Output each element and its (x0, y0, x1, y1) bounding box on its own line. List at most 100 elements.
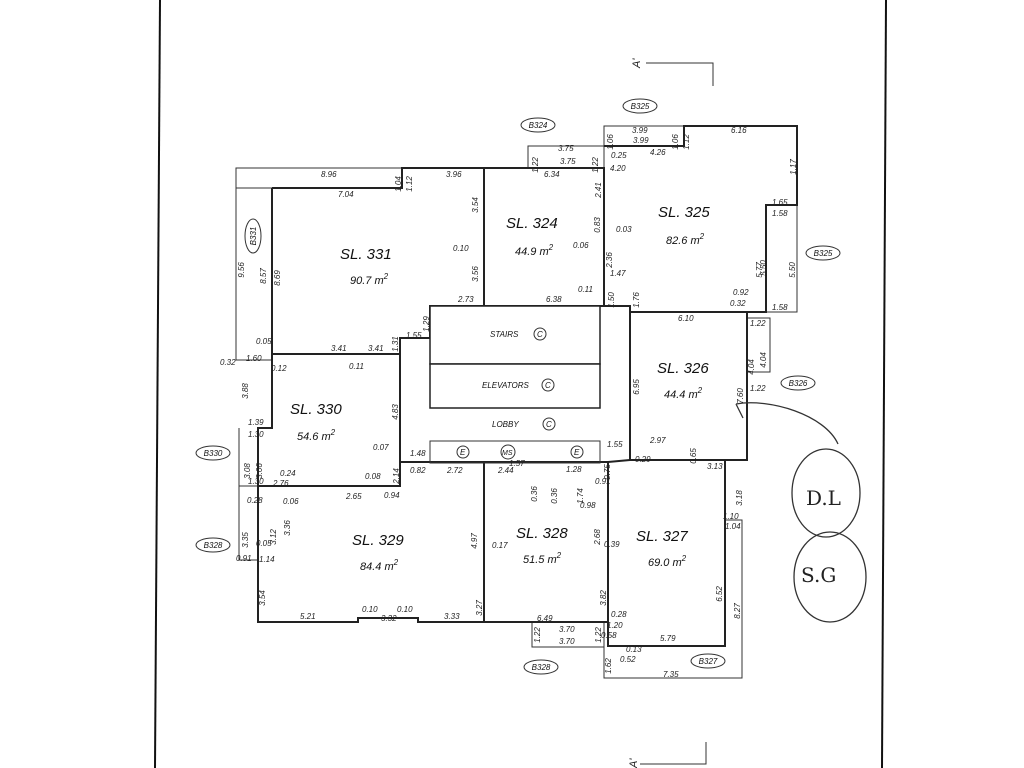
lobby-c-marker: C (546, 420, 552, 429)
dimension-label: 1.47 (610, 269, 626, 278)
dimension-label: 6.38 (546, 295, 562, 304)
dimension-label: 0.05 (256, 539, 272, 548)
elevators-label: ELEVATORS (482, 381, 530, 390)
dimension-label: 2.65 (345, 492, 362, 501)
dimension-label: 3.27 (475, 600, 484, 616)
balcony-tag: B328 (195, 537, 231, 553)
balcony-tag-label: B328 (204, 541, 223, 550)
unit-326-walls (629, 311, 748, 461)
dimension-label: 0.06 (283, 497, 299, 506)
dimension-label: 0.25 (611, 151, 627, 160)
dimension-label: 0.94 (384, 491, 400, 500)
balcony-tag-label: B330 (204, 449, 223, 458)
dimension-label: 1.55 (406, 331, 422, 340)
unit-area: 44.9 m2 (515, 243, 554, 258)
dimension-label: 0.52 (620, 655, 636, 664)
unit-area: 69.0 m2 (648, 554, 687, 569)
dimension-label: 5.50 (759, 260, 768, 276)
dimension-label: 3.12 (269, 529, 278, 545)
dimension-label: 7.35 (663, 670, 679, 679)
dimension-label: 6.52 (715, 586, 724, 602)
dimension-label: 2.76 (272, 479, 289, 488)
dimension-label: 0.83 (593, 217, 602, 233)
dimension-label: 1.31 (391, 336, 400, 352)
dimension-label: 3.99 (632, 126, 648, 135)
dimension-label: 3.36 (283, 520, 292, 536)
dimension-label: 1.74 (576, 488, 585, 504)
dimension-label: 3.08 (243, 463, 252, 479)
dimension-label: 2.97 (649, 436, 666, 445)
dimension-label: 4.04 (759, 352, 768, 368)
stairs-label: STAIRS (490, 330, 519, 339)
dimension-label: 7.60 (736, 388, 745, 404)
balcony-tag-label: B324 (529, 121, 548, 130)
section-marker-label: A' (631, 58, 643, 69)
dimension-label: 3.70 (559, 625, 575, 634)
dimension-label: 3.35 (241, 532, 250, 548)
dimension-label: 1.06 (606, 134, 615, 150)
dimension-label: 0.05 (256, 337, 272, 346)
dimension-label: 0.82 (410, 466, 426, 475)
dimension-label: 1.22 (533, 627, 542, 643)
dimension-label: 9.56 (237, 262, 246, 278)
unit-name: SL. 327 (636, 528, 688, 545)
dimension-label: 0.10 (397, 605, 413, 614)
dimension-label: 0.11 (578, 285, 593, 294)
dimension-label: 3.13 (707, 462, 723, 471)
lobby-label: LOBBY (492, 420, 519, 429)
dimension-label: 6.49 (537, 614, 553, 623)
dimension-label: 3.54 (471, 197, 480, 213)
section-marker-label-bottom: A' (628, 758, 640, 768)
ms-marker: MS (502, 450, 513, 457)
dimension-label: 0.91 (595, 477, 611, 486)
dimension-label: 3.18 (735, 490, 744, 506)
dimension-label: 1.12 (682, 134, 691, 150)
unit-name: SL. 326 (657, 360, 709, 377)
dimension-label: 3.75 (558, 144, 574, 153)
dimension-label: 3.06 (255, 463, 264, 479)
dimension-label: 1.22 (531, 157, 540, 173)
balcony-tag-label: B325 (814, 249, 833, 258)
dimension-label: 3.54 (258, 590, 267, 606)
dimension-label: 0.07 (373, 443, 389, 452)
dimension-label: 1.76 (632, 292, 641, 308)
dimension-label: 0.13 (626, 645, 642, 654)
dimension-label: 2.73 (457, 295, 474, 304)
dimension-label: 0.08 (365, 472, 381, 481)
dimension-label: 1.48 (410, 449, 426, 458)
signature-circle-2 (793, 531, 867, 623)
dimension-label: 3.70 (559, 637, 575, 646)
dimension-label: 0.92 (733, 288, 749, 297)
dimension-label: 1.55 (607, 440, 623, 449)
dimension-label: 1.30 (248, 477, 264, 486)
balcony-outlines (235, 125, 798, 679)
unit-name: SL. 325 (658, 204, 710, 221)
dimension-label: 1.17 (789, 159, 798, 175)
balcony-tag: B325 (622, 98, 658, 114)
dimension-label: 1.20 (607, 621, 623, 630)
dimension-label: 0.12 (271, 364, 287, 373)
unit-name: SL. 331 (340, 246, 392, 263)
dimension-label: 1.62 (604, 658, 613, 674)
unit-325-walls (604, 125, 798, 313)
dimension-label: 0.39 (604, 540, 620, 549)
dimension-label: 5.21 (300, 612, 316, 621)
dimension-label: 8.57 (259, 268, 268, 284)
unit-329-walls (257, 461, 485, 623)
balcony-tag: B327 (690, 653, 726, 669)
dimension-label: 1.58 (772, 209, 788, 218)
dimension-label: 8.96 (321, 170, 337, 179)
unit-area: 51.5 m2 (523, 551, 562, 566)
unit-name: SL. 328 (516, 525, 568, 542)
dimension-label: 0.10 (453, 244, 469, 253)
balcony-tag-label: B325 (631, 102, 650, 111)
dimension-label: 0.91 (236, 554, 252, 563)
unit-328-walls (484, 461, 609, 623)
unit-name: SL. 330 (290, 401, 342, 418)
dimension-label: 2.14 (392, 468, 401, 485)
dimension-label: 3.32 (381, 614, 397, 623)
